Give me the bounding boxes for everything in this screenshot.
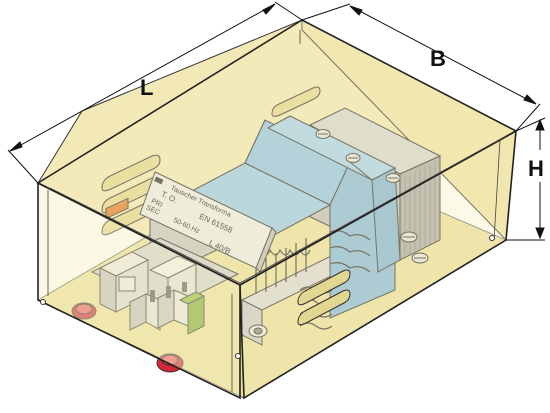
cable-glands: [71, 302, 184, 373]
corner-screw: [40, 299, 46, 305]
h-label-bg: [522, 150, 550, 182]
dimension-lines: [7, 1, 546, 241]
width-label: B: [430, 46, 446, 71]
length-label: L: [140, 75, 153, 100]
nameplate-pri: PRI: [150, 198, 164, 209]
terminal-area: [90, 197, 240, 335]
nameplate: Tauscher Transforma T. O. EN 61558 PRI S…: [139, 171, 277, 273]
corner-screw: [235, 353, 241, 359]
orange-terminal: [105, 197, 129, 220]
corner-screw: [489, 235, 495, 241]
logo-mark: [154, 176, 164, 185]
enclosure-front: [36, 19, 518, 400]
height-label: H: [528, 156, 544, 181]
vent-slots-back: [101, 86, 321, 236]
terminal-blocks: [129, 282, 206, 335]
vent-slots-right: [297, 269, 351, 326]
